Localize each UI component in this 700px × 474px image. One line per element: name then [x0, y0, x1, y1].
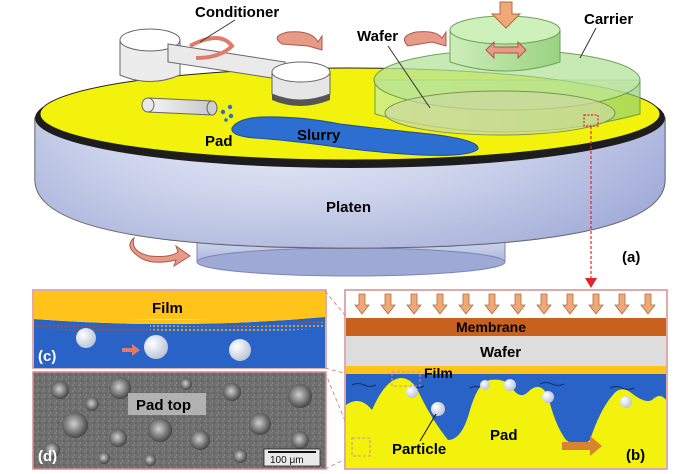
wafer-layer: [346, 336, 666, 366]
label-carrier: Carrier: [584, 11, 633, 28]
panel-c: Film (c): [32, 289, 327, 369]
down-arrow-icon: [510, 293, 526, 315]
rotation-arrow-icon: [129, 236, 191, 268]
down-arrow-icon: [536, 293, 552, 315]
down-arrow-icon: [484, 293, 500, 315]
down-arrow-icon: [406, 293, 422, 315]
platen-base-bottom: [196, 247, 506, 277]
callout-arrowhead: [585, 278, 597, 288]
down-arrow-icon: [490, 1, 522, 29]
panel-b: Membrane Wafer Film Particle Pad (b): [344, 289, 668, 470]
label-platen: Platen: [326, 199, 371, 216]
particle-b-2: [504, 379, 516, 391]
label-conditioner: Conditioner: [195, 4, 279, 21]
slurry-nozzle: [141, 97, 234, 122]
particle-b-5: [542, 391, 554, 403]
carrier: [373, 15, 641, 136]
label-wafer-b: Wafer: [480, 344, 521, 361]
wafer-under-carrier: [384, 90, 616, 136]
label-membrane: Membrane: [456, 319, 526, 335]
label-particle: Particle: [392, 441, 446, 458]
double-arrow-icon: [485, 40, 527, 60]
down-arrow-icon: [380, 293, 396, 315]
label-pad: Pad: [205, 133, 233, 150]
label-pad-b: Pad: [490, 427, 518, 444]
label-slurry: Slurry: [297, 127, 341, 144]
rotation-arrow-icon: [403, 30, 447, 47]
rotation-arrow-icon: [276, 31, 323, 51]
label-film-b: Film: [424, 365, 453, 381]
film-layer: [346, 366, 666, 374]
label-panel-c: (c): [38, 348, 56, 365]
label-panel-b: (b): [626, 447, 645, 464]
particle-b-3: [406, 386, 418, 398]
particle-b-6: [620, 396, 632, 408]
particle-b-4: [431, 402, 445, 416]
label-panel-a: (a): [622, 249, 640, 266]
down-arrow-icon: [432, 293, 448, 315]
particle-c-3: [229, 339, 251, 361]
downforce-arrows: [354, 293, 656, 315]
label-pad-top: Pad top: [136, 397, 191, 414]
panel-d: Pad top (d) 100 μm: [32, 371, 327, 470]
scale-bar: 100 μm: [270, 455, 304, 466]
particle-b-1: [480, 380, 490, 390]
rotation-arrow-icon: [189, 36, 235, 60]
particle-c-1: [76, 328, 96, 348]
down-arrow-icon: [562, 293, 578, 315]
label-film-c: Film: [152, 300, 183, 317]
down-arrow-icon: [458, 293, 474, 315]
down-arrow-icon: [640, 293, 656, 315]
down-arrow-icon: [614, 293, 630, 315]
film-c-layer: [34, 312, 325, 325]
particle-c-2: [144, 335, 168, 359]
label-panel-d: (d): [38, 448, 57, 465]
down-arrow-icon: [588, 293, 604, 315]
motion-arrow-icon: [562, 436, 602, 456]
slurry-pool: [231, 116, 479, 156]
panel-a-tool: Conditioner Carrier Wafer Pad Slurry Pla…: [34, 1, 666, 288]
down-arrow-icon: [354, 293, 370, 315]
label-wafer: Wafer: [357, 28, 398, 45]
conditioner: [119, 28, 331, 106]
membrane-layer: [346, 318, 666, 336]
